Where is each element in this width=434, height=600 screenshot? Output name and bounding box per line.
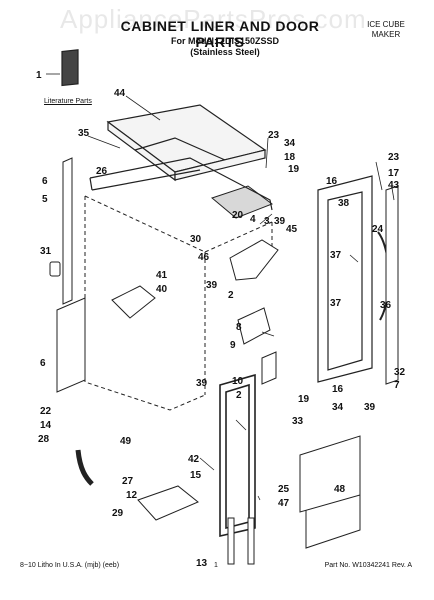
callout-number: 23 — [268, 130, 280, 141]
callout-number: 35 — [78, 128, 90, 139]
callout-number: 34 — [332, 402, 344, 413]
callout-number: 33 — [292, 416, 304, 427]
side-panel — [56, 297, 86, 393]
callout-number: 31 — [40, 246, 52, 257]
clip — [49, 261, 61, 277]
callout-number: 27 — [122, 476, 134, 487]
hinge — [261, 351, 277, 385]
footer-page: 1 — [214, 562, 218, 569]
mounting-bracket — [111, 285, 156, 319]
callout-number: 41 — [156, 270, 168, 281]
callout-number: 34 — [284, 138, 296, 149]
callout-number: 43 — [388, 180, 400, 191]
callout-number: 10 — [232, 376, 244, 387]
callout-number: 46 — [198, 252, 210, 263]
callout-number: 18 — [284, 152, 296, 163]
callout-number: 4 — [250, 214, 256, 225]
callout-number: 9 — [230, 340, 236, 351]
drain-pan — [137, 485, 199, 521]
callout-number: 36 — [380, 300, 392, 311]
callout-number: 39 — [196, 378, 208, 389]
callout-number: 2 — [236, 390, 242, 401]
callout-number: 19 — [298, 394, 310, 405]
callout-number: 25 — [278, 484, 290, 495]
callout-number: 28 — [38, 434, 50, 445]
cabinet-frame — [89, 137, 273, 211]
callout-number: 16 — [332, 384, 344, 395]
callout-number: 37 — [330, 298, 342, 309]
callout-number: 38 — [338, 198, 350, 209]
callout-number: 19 — [288, 164, 300, 175]
side-rail — [62, 157, 73, 305]
watermark: AppliancePartsPros.com — [60, 4, 367, 34]
callout-number: 24 — [372, 224, 384, 235]
callout-number: 48 — [334, 484, 346, 495]
leveling-legs — [227, 517, 255, 565]
finish-line: (Stainless Steel) — [190, 47, 260, 57]
callout-number: 42 — [188, 454, 200, 465]
callout-number: 39 — [274, 216, 286, 227]
literature-parts-label: Literature Parts — [44, 98, 92, 105]
callout-number: 5 — [42, 194, 48, 205]
door-trim — [385, 185, 399, 385]
callout-number: 1 — [36, 70, 42, 81]
top-panel — [106, 104, 267, 182]
callout-number: 8 — [236, 322, 242, 333]
callout-number: 22 — [40, 406, 52, 417]
ice-chute — [237, 307, 271, 345]
drain-tube — [75, 449, 94, 486]
footer-part-number: Part No. W10342241 Rev. A — [324, 562, 412, 569]
callout-number: 49 — [120, 436, 132, 447]
ice-deflector — [229, 239, 279, 281]
insulation-pad — [210, 185, 274, 219]
callout-number: 39 — [364, 402, 376, 413]
callout-number: 2 — [228, 290, 234, 301]
footer-litho: 8−10 Litho In U.S.A. (mjb) (eeb) — [20, 562, 120, 569]
callout-number: 7 — [394, 380, 400, 391]
callout-number: 26 — [96, 166, 108, 177]
callout-number: 13 — [196, 558, 208, 569]
callout-number: 39 — [206, 280, 218, 291]
callout-number: 44 — [114, 88, 126, 99]
callout-number: 16 — [326, 176, 338, 187]
literature-booklet — [61, 49, 79, 87]
callout-number: 6 — [42, 176, 48, 187]
callout-number: 40 — [156, 284, 168, 295]
door-assembly — [317, 175, 373, 383]
category-label: ICE CUBE MAKER — [367, 20, 405, 39]
callout-number: 12 — [126, 490, 138, 501]
callout-number: 14 — [40, 420, 52, 431]
callout-number: 47 — [278, 498, 290, 509]
kick-panel — [299, 435, 361, 513]
callout-number: 20 — [232, 210, 244, 221]
leader-lines — [46, 73, 395, 501]
diagram-title: CABINET LINER AND DOOR PARTS — [120, 18, 320, 50]
model-line: For Model: ZDIS150ZSSD — [170, 36, 279, 46]
callout-number: 45 — [286, 224, 298, 235]
callout-number: 23 — [388, 152, 400, 163]
callout-number: 3 — [264, 216, 270, 227]
callout-number: 32 — [394, 367, 406, 378]
callout-number: 17 — [388, 168, 400, 179]
callout-number: 6 — [40, 358, 46, 369]
model-subtitle: For Model: ZDIS150ZSSD (Stainless Steel) — [150, 36, 300, 58]
callout-number: 37 — [330, 250, 342, 261]
callout-number: 15 — [190, 470, 202, 481]
callout-number: 30 — [190, 234, 202, 245]
callout-number: 29 — [112, 508, 124, 519]
